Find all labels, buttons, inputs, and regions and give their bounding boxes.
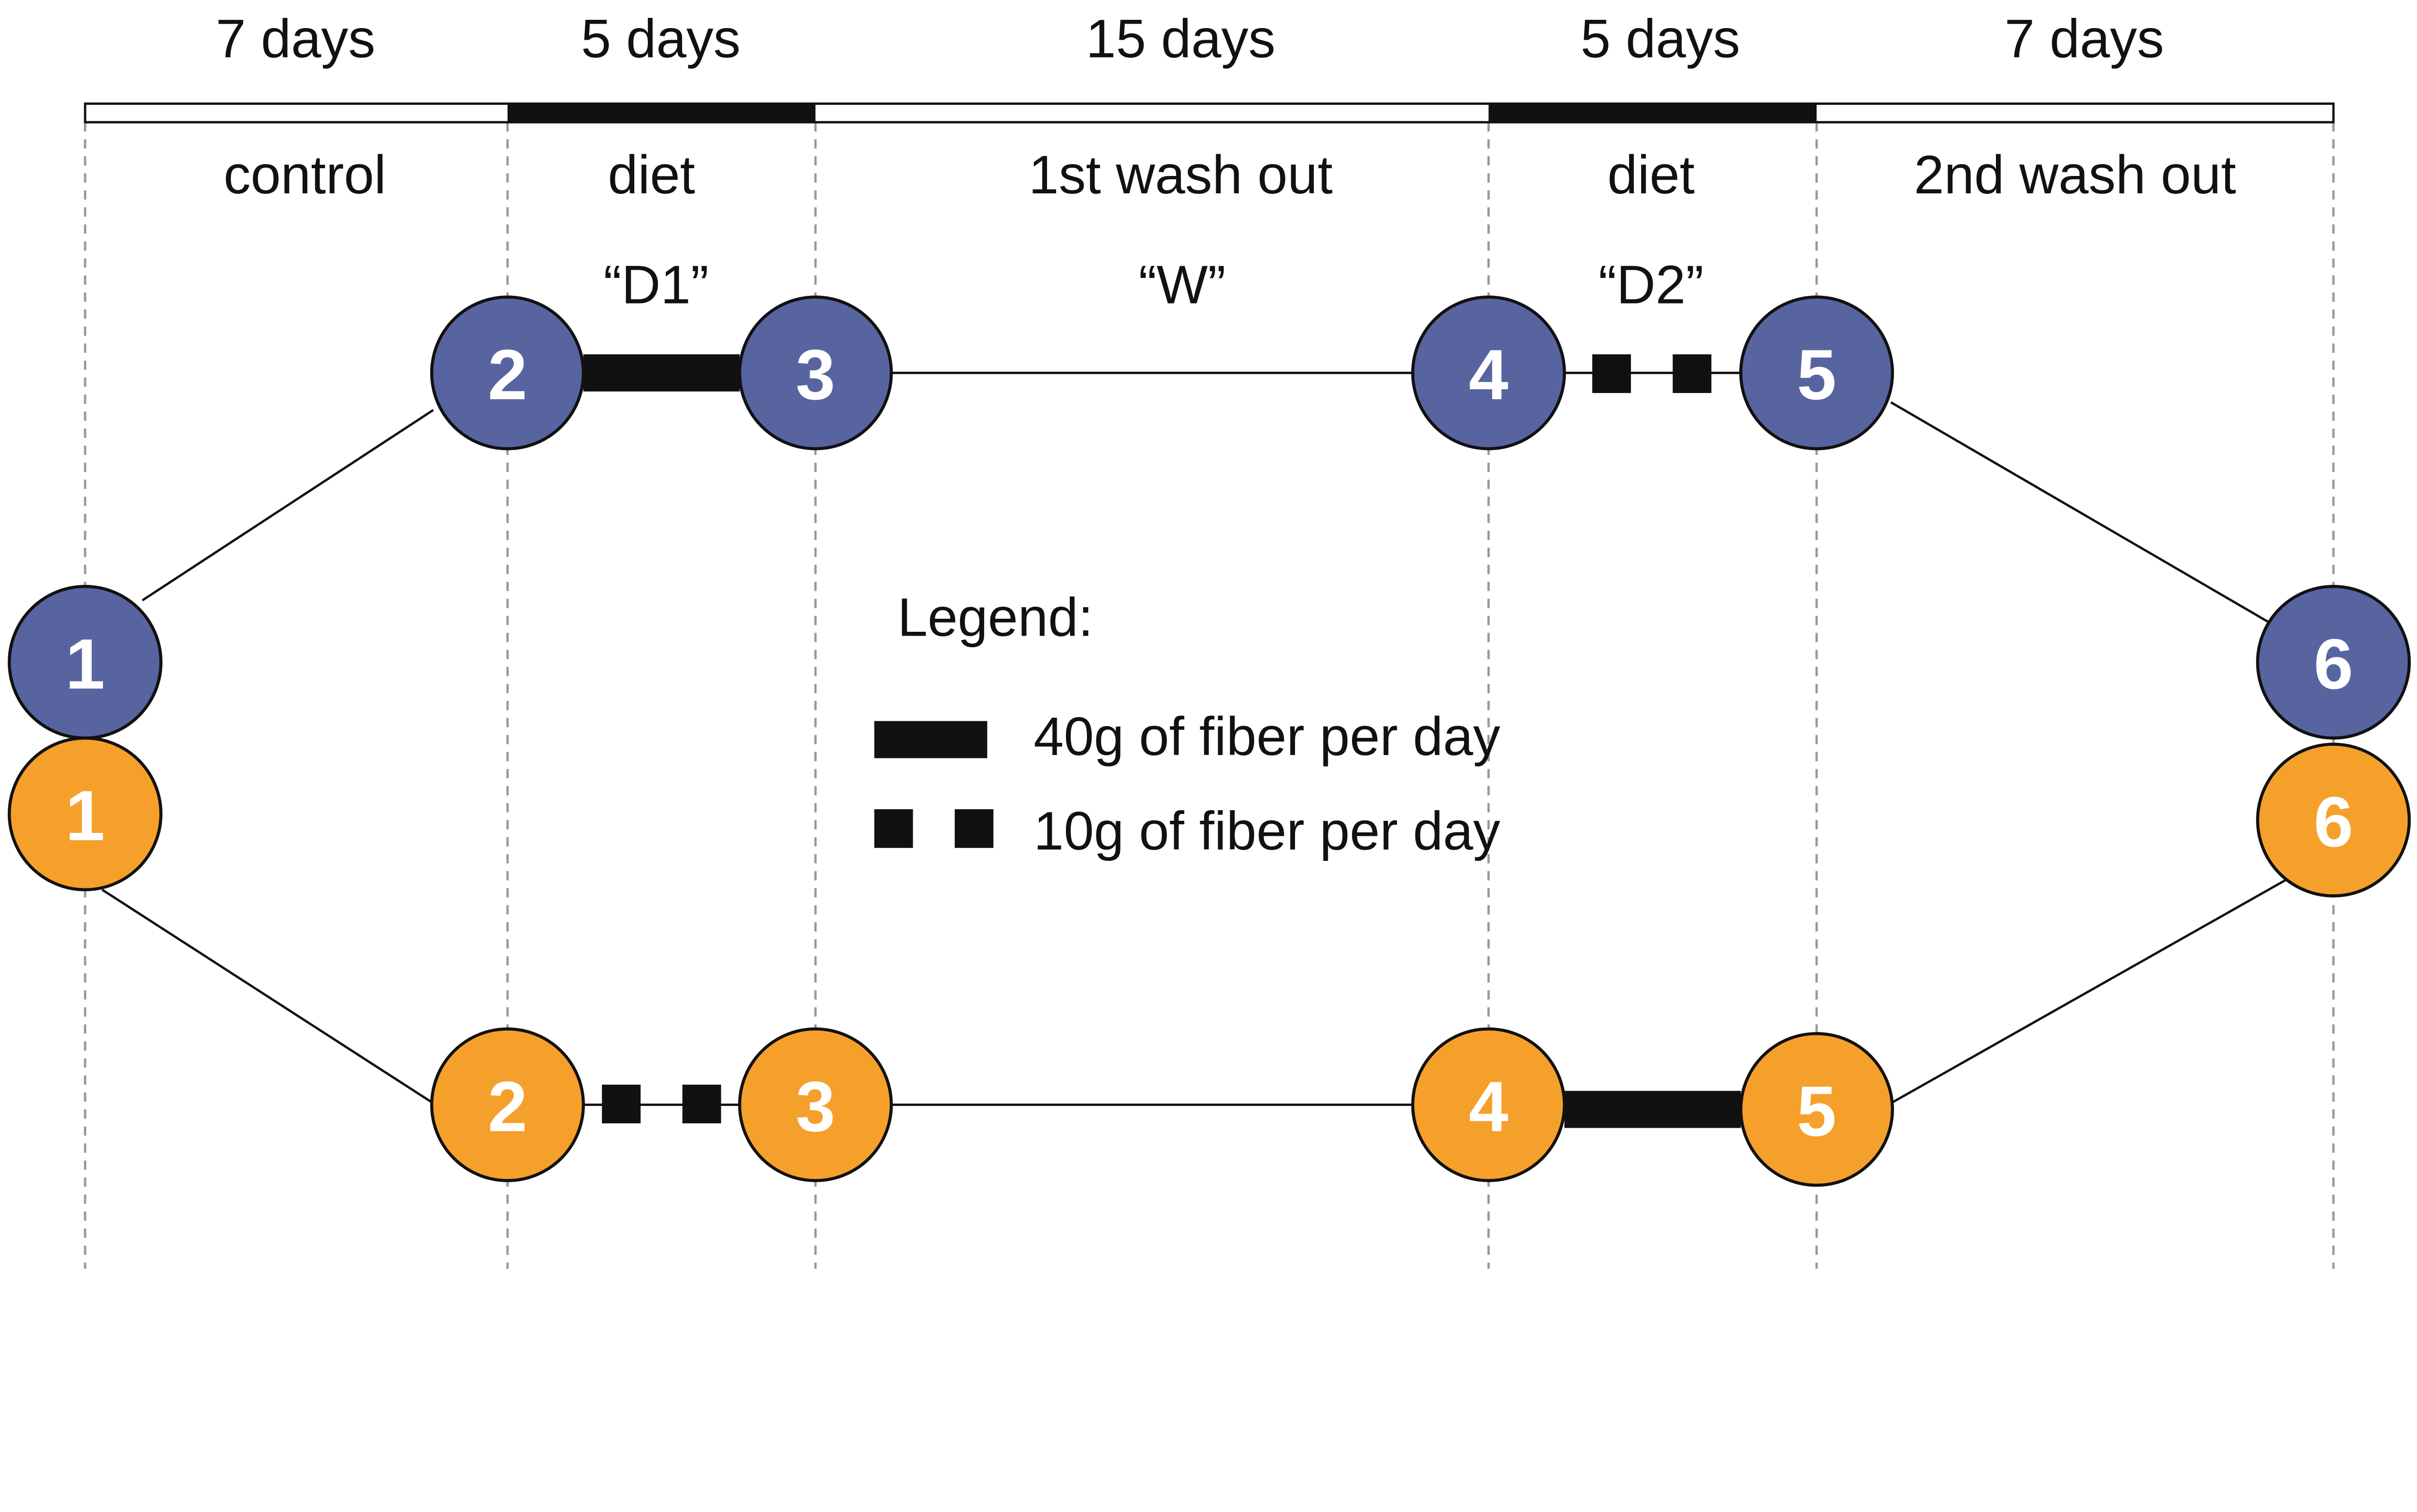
duration-label: 7 days xyxy=(2005,8,2164,69)
phase-label: control xyxy=(224,145,386,205)
node-label: 1 xyxy=(65,625,105,704)
legend: Legend: 40g of fiber per day 10g of fibe… xyxy=(874,587,1500,861)
node-label: 6 xyxy=(2314,783,2353,862)
low-fiber-squares xyxy=(602,354,1712,1123)
node-label: 6 xyxy=(2314,625,2353,704)
diet-period-bar xyxy=(1488,103,1817,122)
period-labels: 7 days 5 days 15 days 5 days 7 days cont… xyxy=(216,8,2236,315)
legend-label: 10g of fiber per day xyxy=(1034,800,1500,861)
node-label: 2 xyxy=(488,335,527,415)
node-label: 1 xyxy=(65,776,105,856)
study-design-diagram: 7 days 5 days 15 days 5 days 7 days cont… xyxy=(8,8,2411,1269)
node-label: 3 xyxy=(796,335,835,415)
connections xyxy=(101,354,2294,1128)
phase-label: diet xyxy=(608,145,695,205)
duration-label: 15 days xyxy=(1086,8,1275,69)
node-label: 4 xyxy=(1469,335,1508,415)
timeline-bar xyxy=(84,102,2335,124)
phase-label: diet xyxy=(1607,145,1695,205)
group-a-nodes xyxy=(8,295,2411,740)
duration-label: 5 days xyxy=(1581,8,1740,69)
group-b-nodes xyxy=(8,736,2411,1187)
diet-period-bar xyxy=(507,103,815,122)
phase-code: “D2” xyxy=(1599,254,1704,315)
duration-label: 7 days xyxy=(216,8,375,69)
legend-swatch-square xyxy=(955,809,994,848)
phase-label: 1st wash out xyxy=(1029,145,1333,205)
legend-swatch-solid xyxy=(874,721,988,758)
phase-code: “W” xyxy=(1138,254,1225,315)
node-label: 3 xyxy=(796,1067,835,1147)
phase-code: “D1” xyxy=(603,254,709,315)
legend-swatch-square xyxy=(874,809,913,848)
legend-label: 40g of fiber per day xyxy=(1034,706,1500,767)
duration-label: 5 days xyxy=(581,8,741,69)
node-label: 5 xyxy=(1797,335,1836,415)
phase-label: 2nd wash out xyxy=(1914,145,2236,205)
legend-title: Legend: xyxy=(898,587,1093,648)
node-label: 5 xyxy=(1797,1072,1836,1151)
node-label: 4 xyxy=(1469,1067,1508,1147)
node-numbers: 1 2 3 4 5 6 1 2 3 4 5 6 xyxy=(65,335,2353,1151)
node-label: 2 xyxy=(488,1067,527,1147)
